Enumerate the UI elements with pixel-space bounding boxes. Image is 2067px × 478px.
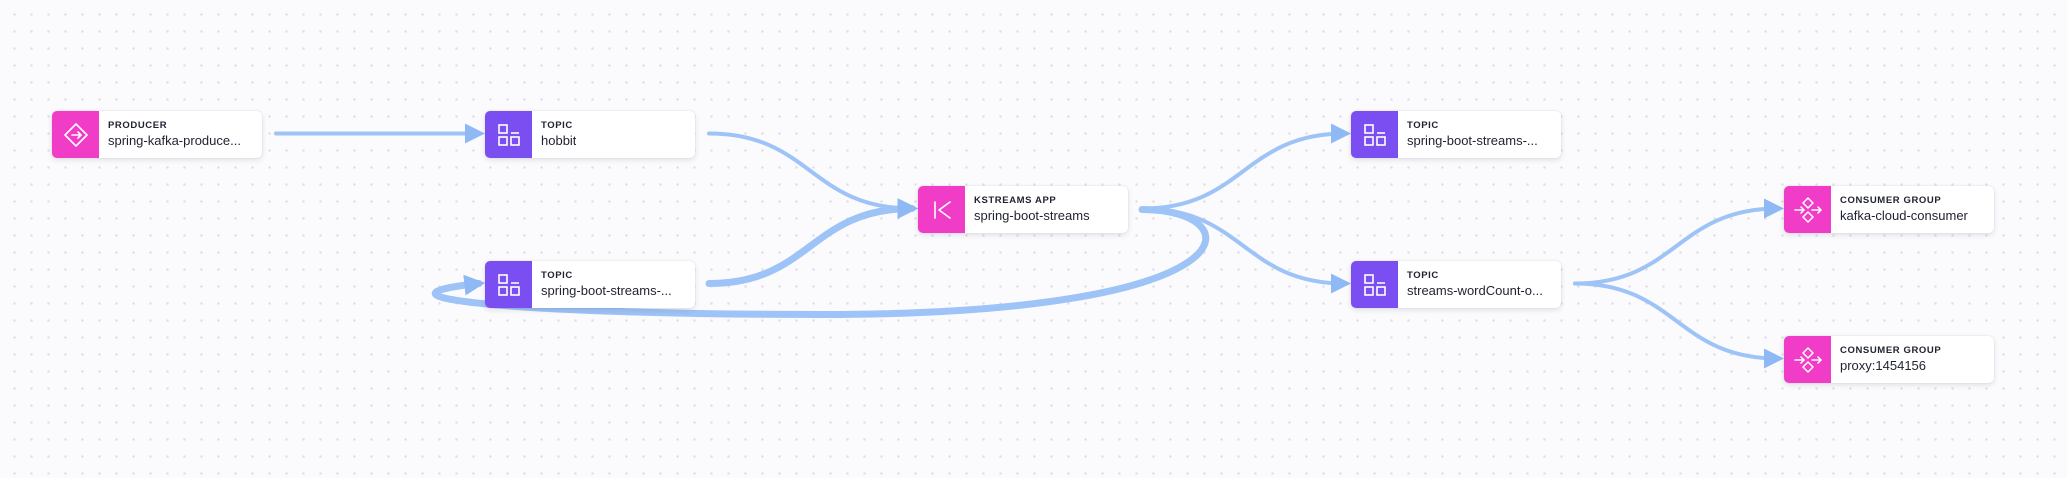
node-type-label: TOPIC	[1407, 270, 1439, 281]
node-name-label: spring-boot-streams-...	[541, 283, 672, 298]
node-label: TOPIC streams-wordCount-o...	[1398, 261, 1549, 308]
edge-kstreams-to-topic-streams-out	[1140, 123, 1351, 211]
node-name-label: proxy:1454156	[1840, 358, 1927, 373]
consumer-group-icon	[1784, 186, 1831, 233]
node-label: PRODUCER spring-kafka-produce...	[99, 111, 247, 158]
node-name-label: spring-boot-streams	[974, 208, 1090, 223]
node-label: KSTREAMS APP spring-boot-streams	[965, 186, 1096, 233]
edge-topic-hobbit-to-kstreams	[707, 131, 918, 219]
topic-icon	[1351, 261, 1398, 308]
node-name-label: kafka-cloud-consumer	[1840, 208, 1968, 223]
topic-icon	[485, 111, 532, 158]
node-cg-proxy[interactable]: CONSUMER GROUP proxy:1454156	[1784, 336, 1994, 383]
node-topic-streams-out[interactable]: TOPIC spring-boot-streams-...	[1351, 111, 1561, 158]
edge-kstreams-to-topic-streams-in	[431, 206, 1210, 319]
node-label: TOPIC spring-boot-streams-...	[1398, 111, 1544, 158]
node-kstreams[interactable]: KSTREAMS APP spring-boot-streams	[918, 186, 1128, 233]
edge-topic-wordcount-to-cg-proxy	[1573, 281, 1784, 369]
node-type-label: TOPIC	[541, 270, 573, 281]
edge-topic-wordcount-to-cg-kafka-cloud	[1573, 198, 1784, 286]
node-name-label: spring-kafka-produce...	[108, 133, 241, 148]
consumer-group-icon	[1784, 336, 1831, 383]
node-name-label: spring-boot-streams-...	[1407, 133, 1538, 148]
topic-icon	[1351, 111, 1398, 158]
node-type-label: CONSUMER GROUP	[1840, 345, 1942, 356]
node-topic-streams-in[interactable]: TOPIC spring-boot-streams-...	[485, 261, 695, 308]
node-label: TOPIC spring-boot-streams-...	[532, 261, 678, 308]
node-label: CONSUMER GROUP kafka-cloud-consumer	[1831, 186, 1974, 233]
node-type-label: CONSUMER GROUP	[1840, 195, 1942, 206]
node-producer[interactable]: PRODUCER spring-kafka-produce...	[52, 111, 262, 158]
node-cg-kafka-cloud[interactable]: CONSUMER GROUP kafka-cloud-consumer	[1784, 186, 1994, 233]
edge-topic-streams-in-to-kstreams	[705, 198, 919, 287]
producer-icon	[52, 111, 99, 158]
node-topic-hobbit[interactable]: TOPIC hobbit	[485, 111, 695, 158]
node-name-label: streams-wordCount-o...	[1407, 283, 1543, 298]
node-type-label: TOPIC	[541, 120, 573, 131]
kstreams-icon	[918, 186, 965, 233]
node-label: TOPIC hobbit	[532, 111, 582, 158]
node-type-label: KSTREAMS APP	[974, 195, 1057, 206]
node-name-label: hobbit	[541, 133, 577, 148]
topic-icon	[485, 261, 532, 308]
node-type-label: TOPIC	[1407, 120, 1439, 131]
node-label: CONSUMER GROUP proxy:1454156	[1831, 336, 1947, 383]
node-type-label: PRODUCER	[108, 120, 168, 131]
node-topic-wordcount[interactable]: TOPIC streams-wordCount-o...	[1351, 261, 1561, 308]
